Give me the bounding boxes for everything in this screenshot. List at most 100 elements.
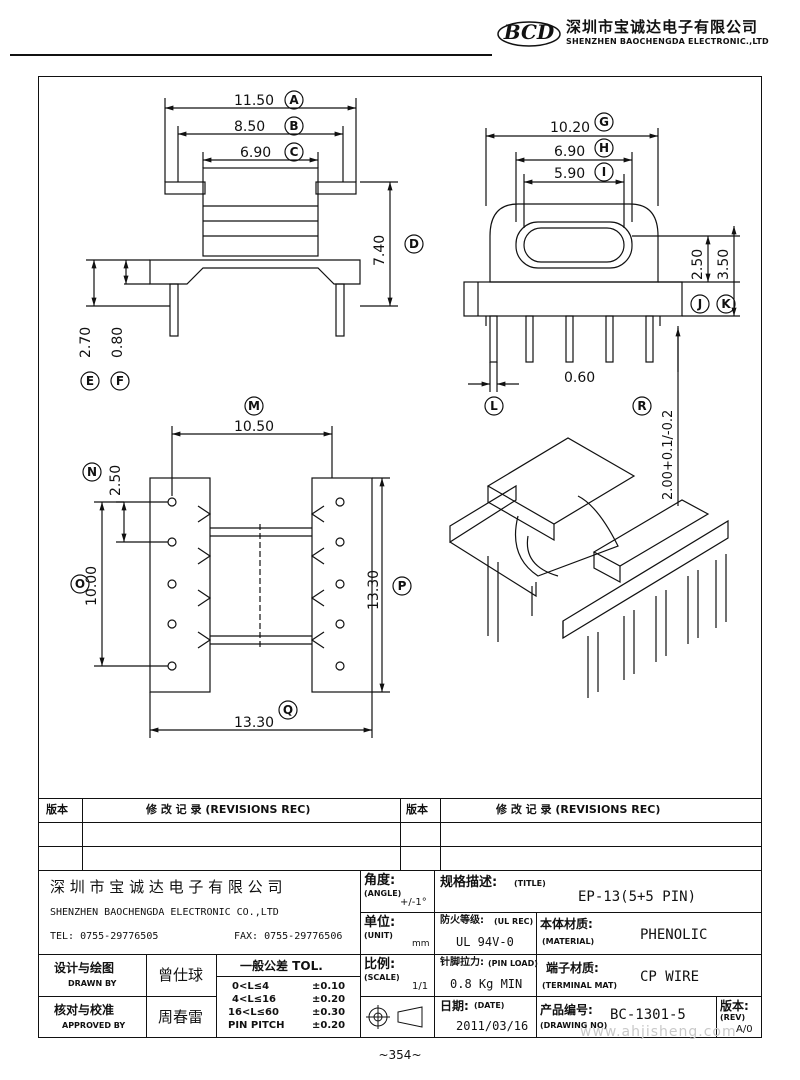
tb-rev-label: 版本: [720,999,749,1013]
tb-fax: FAX: 0755-29776506 [234,931,343,942]
watermark: www.ahjisheng.com [580,1024,737,1040]
drawing-frame [38,76,762,1038]
tb-drawing-no-label-en: (DRAWING NO) [540,1021,608,1030]
dim-p-value: 13.30 [366,570,382,610]
tb-ul-value: UL 94V-0 [456,935,514,949]
svg-text:N: N [87,465,97,479]
tb-scale-label: 比例: [364,957,396,972]
svg-text:F: F [116,374,124,388]
svg-text:M: M [248,399,260,413]
logo-text: BCD [503,20,555,44]
tag-j: J [690,294,710,314]
svg-text:J: J [697,297,702,311]
tag-n: N [82,462,102,482]
dim-a-value: 11.50 [234,93,274,109]
tb-rev-label-en: (REV) [720,1013,746,1022]
tb-title-label-en: (TITLE) [514,879,546,888]
dim-l-value: 0.60 [564,370,595,386]
svg-text:G: G [599,115,609,129]
svg-text:K: K [721,297,731,311]
tb-tol-title: 一般公差 TOL. [240,959,323,973]
svg-text:P: P [398,579,407,593]
tb-title-label: 规格描述: [440,875,498,890]
dim-r-value: 2.00+0.1/-0.2 [661,410,676,500]
tag-k: K [716,294,736,314]
dim-n-value: 2.50 [108,465,124,496]
tag-l: L [484,396,504,416]
side-view [463,128,740,506]
tb-approved-label: 核对与校准 [54,1003,115,1017]
header-rule [10,54,492,56]
tb-pinload-label-en: (PIN LOAD) [488,959,538,968]
rev-col-version-right: 版本 [406,803,428,816]
tag-o: O [70,574,90,594]
svg-text:C: C [290,145,299,159]
tol-row-range: 16<L≤60 [228,1007,279,1018]
tag-r: R [632,396,652,416]
dim-q-value: 13.30 [234,715,274,731]
tb-terminal-value: CP WIRE [640,969,700,985]
tb-pinload-label: 针脚拉力: [440,957,484,968]
tb-scale-label-en: (SCALE) [364,973,400,982]
company-name-en: SHENZHEN BAOCHENGDA ELECTRONIC.,LTD [566,37,769,46]
svg-text:I: I [602,165,606,179]
tb-angle-value: +/-1° [400,897,427,908]
dim-k-value: 3.50 [716,249,732,280]
tb-angle-label: 角度: [364,873,396,888]
tb-angle-label-en: (ANGLE) [364,889,402,898]
tag-h: H [594,138,614,158]
tb-terminal-label-en: (TERMINAL MAT) [542,981,618,990]
tag-f: F [110,371,130,391]
tag-c: C [284,142,304,162]
tb-material-label-en: (MATERIAL) [542,937,595,946]
dim-c-value: 6.90 [240,145,271,161]
tb-title-value: EP-13(5+5 PIN) [578,889,697,905]
tag-d: D [404,234,424,254]
dim-d-value: 7.40 [372,235,388,266]
technical-drawing: 11.50 8.50 6.90 7.40 2.70 0.80 10.20 6.9… [70,90,740,738]
tb-scale-value: 1/1 [412,981,429,992]
svg-text:L: L [490,399,498,413]
rev-col-record-left: 修 改 记 录 (REVISIONS REC) [146,803,311,816]
projection-symbol-icon [366,1005,423,1029]
tb-rev-value: A/0 [736,1024,753,1035]
rev-col-record-right: 修 改 记 录 (REVISIONS REC) [496,803,661,816]
dim-g-value: 10.20 [550,120,590,136]
tb-ul-label-en: (UL REC) [494,917,534,926]
tag-g: G [594,112,614,132]
tb-company-en: SHENZHEN BAOCHENGDA ELECTRONIC CO.,LTD [50,907,279,918]
svg-text:B: B [289,119,298,133]
dim-e-value: 2.70 [78,327,94,358]
tb-drawing-no-label: 产品编号: [540,1003,593,1017]
tol-row-value: ±0.20 [312,1020,346,1031]
tol-row-range: 0<L≤4 [232,981,270,992]
tb-date-value: 2011/03/16 [456,1019,529,1033]
tol-row-value: ±0.20 [312,994,346,1005]
svg-text:A: A [289,93,299,107]
tb-approved-label-en: APPROVED BY [62,1021,126,1030]
tol-row-range: PIN PITCH [228,1020,285,1031]
tb-company-cn: 深 圳 市 宝 诚 达 电 子 有 限 公 司 [50,878,283,896]
tol-row-value: ±0.30 [312,1007,346,1018]
svg-text:O: O [75,577,85,591]
svg-text:H: H [599,141,609,155]
company-logo: BCD [497,20,561,47]
page-number: ~354~ [378,1048,422,1062]
tb-ul-label: 防火等级: [440,915,484,926]
tb-unit-label: 单位: [364,915,396,930]
tb-tel: TEL: 0755-29776505 [50,931,159,942]
dim-j-value: 2.50 [690,249,706,280]
tb-pinload-value: 0.8 Kg MIN [450,977,523,991]
tb-drawn-value: 曾仕球 [158,966,204,984]
dim-o-value: 10.00 [84,566,100,606]
company-name-cn: 深圳市宝诚达电子有限公司 [566,18,759,36]
tag-e: E [80,371,100,391]
dim-b-value: 8.50 [234,119,265,135]
tag-b: B [284,116,304,136]
tb-drawn-label-en: DRAWN BY [68,979,117,988]
tb-drawn-label: 设计与绘图 [54,961,115,975]
svg-text:R: R [637,399,646,413]
front-view [86,98,398,337]
dim-f-value: 0.80 [110,327,126,358]
svg-text:D: D [409,237,419,251]
